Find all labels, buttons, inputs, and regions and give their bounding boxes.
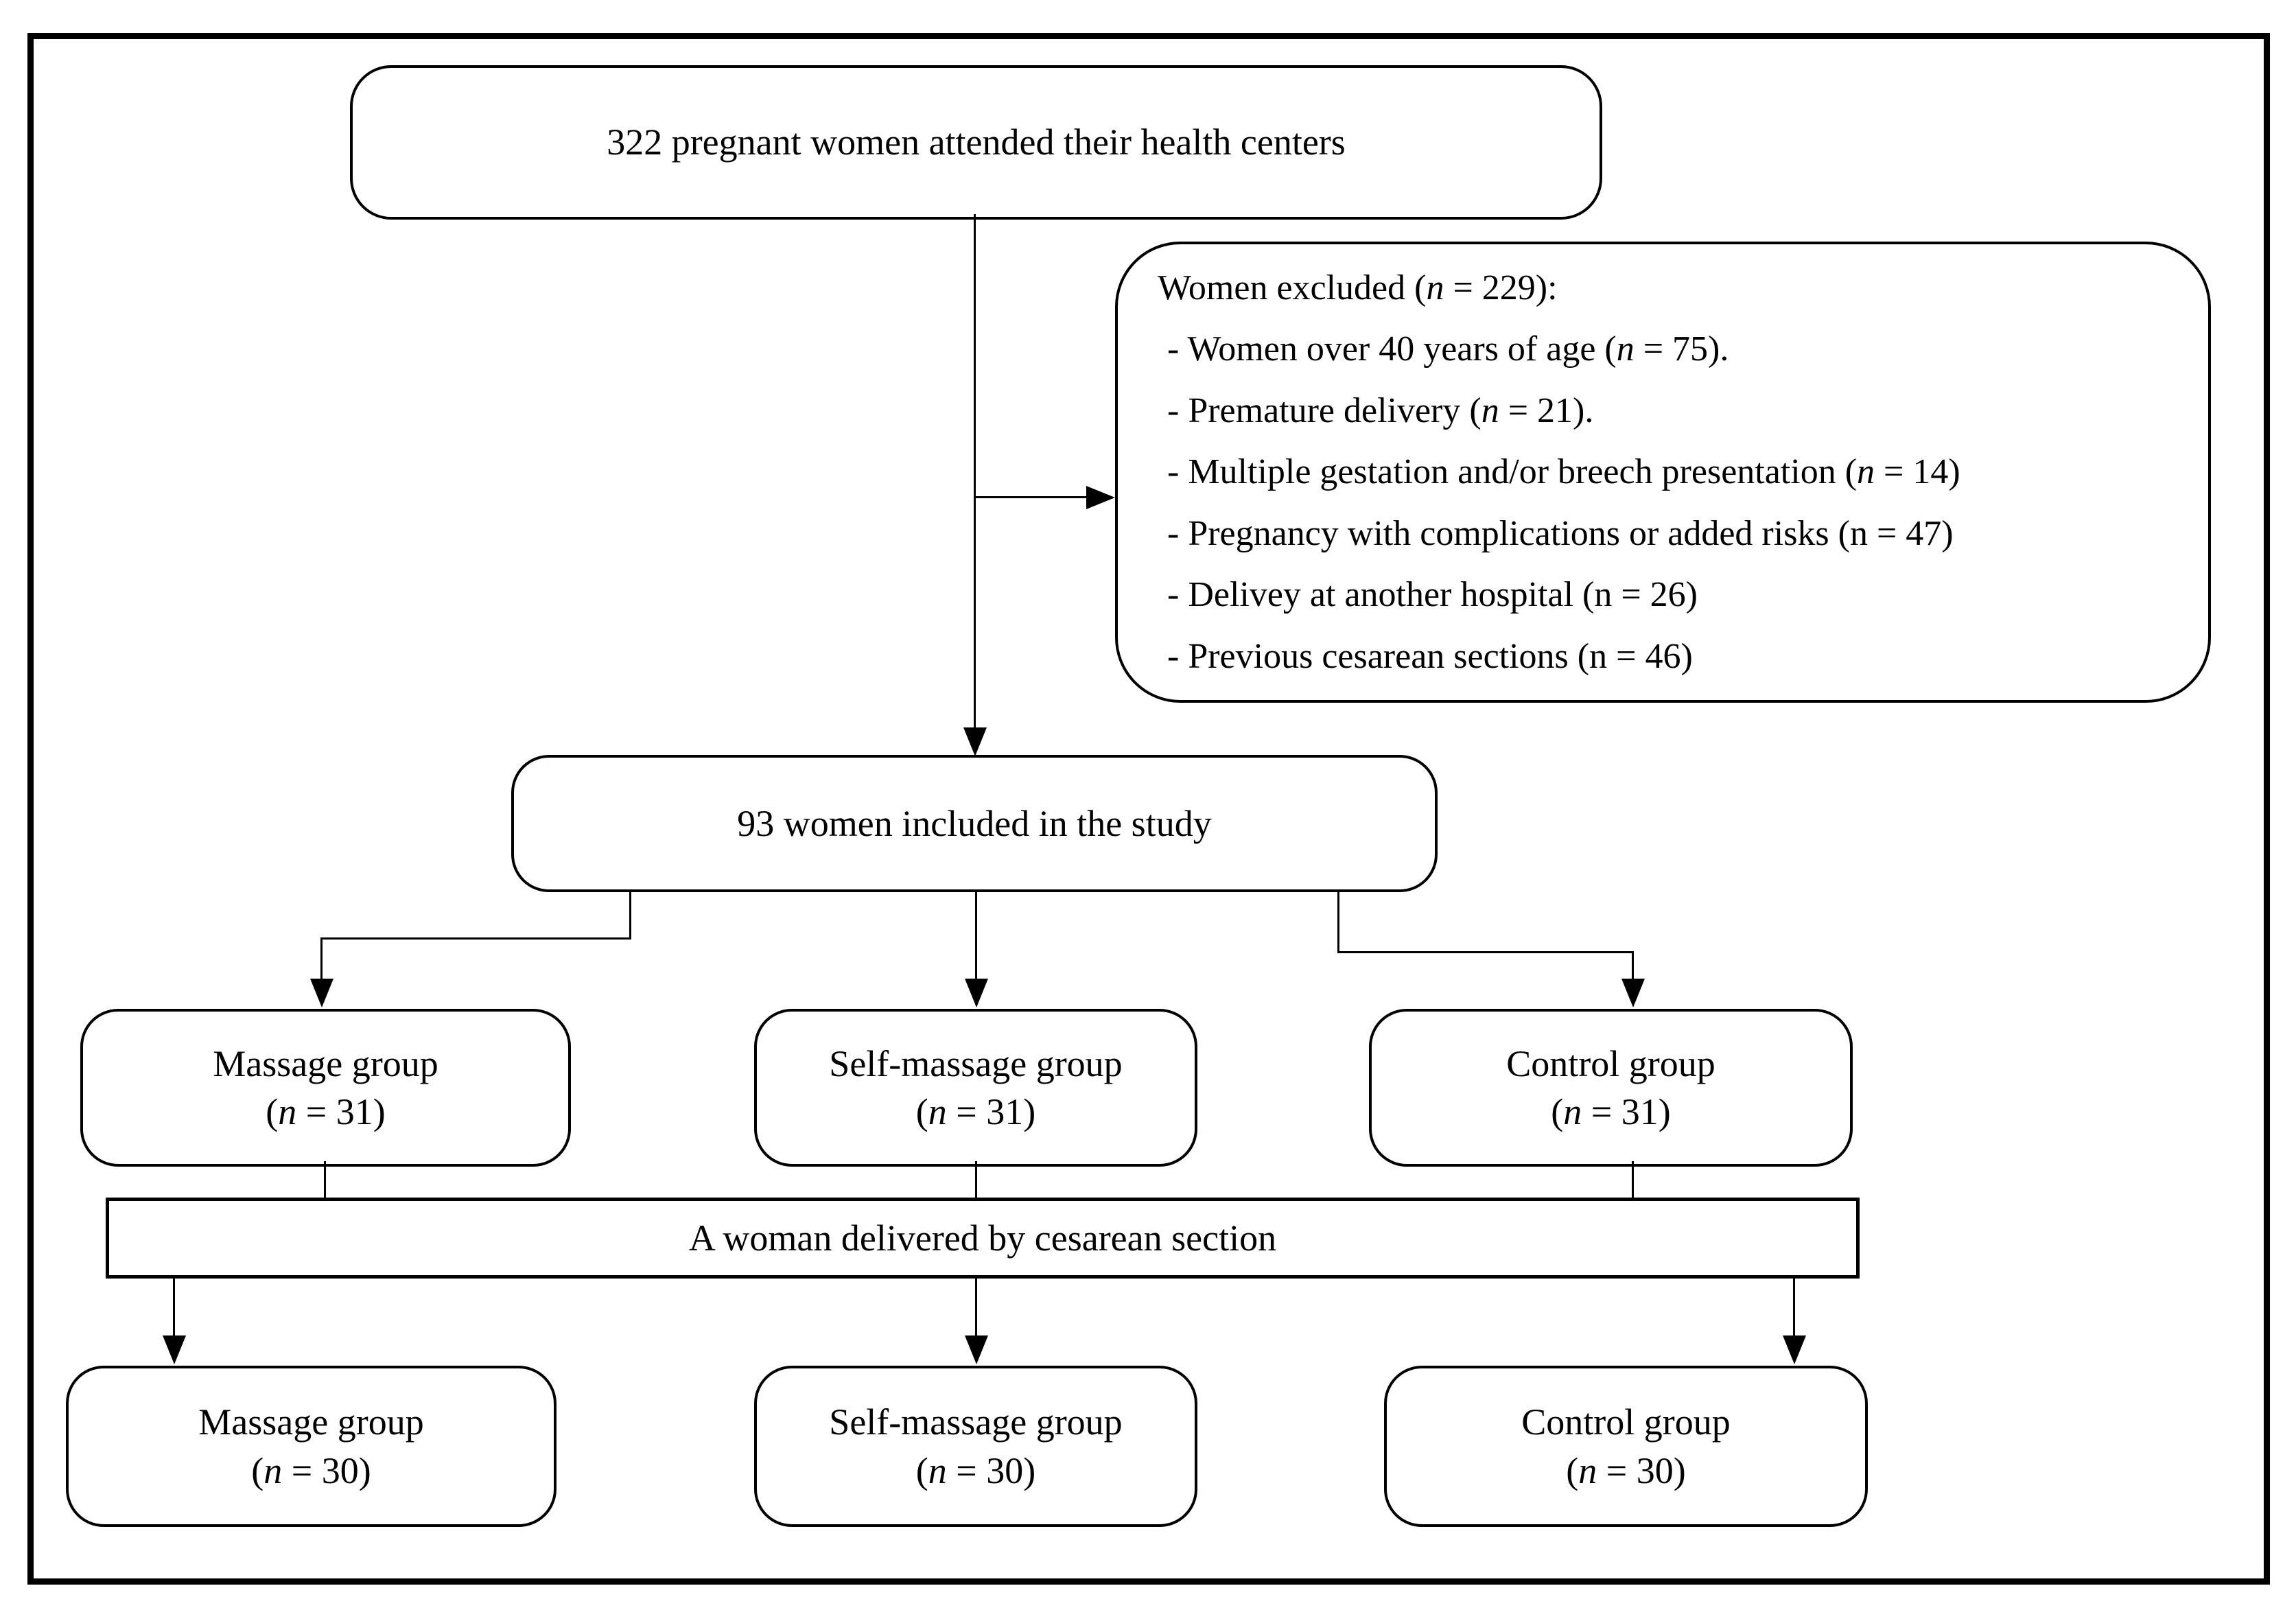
included-box: 93 women included in the study	[511, 755, 1438, 892]
group-title: Control group	[1506, 1042, 1715, 1084]
connector-bar-to-selfmassage	[975, 1275, 977, 1338]
group-count: (n = 30)	[915, 1449, 1036, 1491]
group-count: (n = 31)	[266, 1091, 386, 1132]
excluded-item: - Pregnancy with complications or added …	[1167, 513, 1954, 553]
arrowhead-down-included	[963, 727, 987, 756]
connector-right-horizontal	[1337, 951, 1634, 953]
group-title: Self-massage group	[829, 1042, 1123, 1084]
group-count: (n = 30)	[1566, 1449, 1686, 1491]
arrowhead-right-excluded	[1086, 486, 1115, 509]
arrowhead-down-selfmassage	[965, 979, 988, 1007]
selfmassage-group-box-allocated: Self-massage group (n = 31)	[754, 1009, 1197, 1167]
excluded-item: - Previous cesarean sections (n = 46)	[1167, 636, 1693, 676]
group-count: (n = 31)	[915, 1091, 1036, 1132]
connector-to-excluded	[974, 496, 1091, 498]
group-title: Massage group	[213, 1042, 438, 1084]
enrollment-text: 322 pregnant women attended their health…	[607, 121, 1346, 163]
arrowhead-down-selfmassage-final	[965, 1335, 988, 1364]
excluded-title: Women excluded (n = 229):	[1158, 268, 1558, 307]
connector-middle-drop	[975, 889, 977, 980]
excluded-item: - Women over 40 years of age (n = 75).	[1167, 329, 1729, 369]
connector-top-to-included	[974, 214, 976, 730]
excluded-item: - Premature delivery (n = 21).	[1167, 390, 1594, 430]
excluded-box: Women excluded (n = 229): - Women over 4…	[1115, 242, 2211, 703]
cesarean-bar: A woman delivered by cesarean section	[106, 1198, 1860, 1279]
arrowhead-down-control-final	[1783, 1335, 1806, 1364]
connector-selfmassage-to-bar	[975, 1161, 977, 1199]
connector-right-drop	[1632, 951, 1634, 980]
massage-group-box-final: Massage group (n = 30)	[66, 1366, 557, 1527]
group-title: Control group	[1521, 1401, 1731, 1443]
arrowhead-down-control	[1621, 979, 1645, 1007]
connector-bar-to-massage	[173, 1275, 175, 1338]
massage-group-box-allocated: Massage group (n = 31)	[80, 1009, 571, 1167]
arrowhead-down-massage	[310, 979, 333, 1007]
connector-right-stub	[1337, 889, 1339, 953]
excluded-item: - Multiple gestation and/or breech prese…	[1167, 452, 1960, 492]
group-title: Massage group	[198, 1401, 424, 1443]
connector-left-drop	[320, 937, 323, 980]
connector-control-to-bar	[1632, 1161, 1634, 1199]
cesarean-text: A woman delivered by cesarean section	[688, 1217, 1277, 1259]
selfmassage-group-box-final: Self-massage group (n = 30)	[754, 1366, 1197, 1527]
excluded-item: - Delivey at another hospital (n = 26)	[1167, 575, 1698, 615]
connector-bar-to-control	[1793, 1275, 1795, 1338]
included-text: 93 women included in the study	[737, 802, 1212, 844]
connector-left-horizontal	[320, 937, 631, 940]
enrollment-box: 322 pregnant women attended their health…	[350, 65, 1602, 220]
arrowhead-down-massage-final	[163, 1335, 186, 1364]
connector-massage-to-bar	[324, 1161, 326, 1199]
group-count: (n = 31)	[1551, 1091, 1671, 1132]
control-group-box-allocated: Control group (n = 31)	[1369, 1009, 1853, 1167]
control-group-box-final: Control group (n = 30)	[1384, 1366, 1868, 1527]
group-count: (n = 30)	[251, 1449, 371, 1491]
connector-left-stub	[629, 889, 631, 939]
group-title: Self-massage group	[829, 1401, 1123, 1443]
